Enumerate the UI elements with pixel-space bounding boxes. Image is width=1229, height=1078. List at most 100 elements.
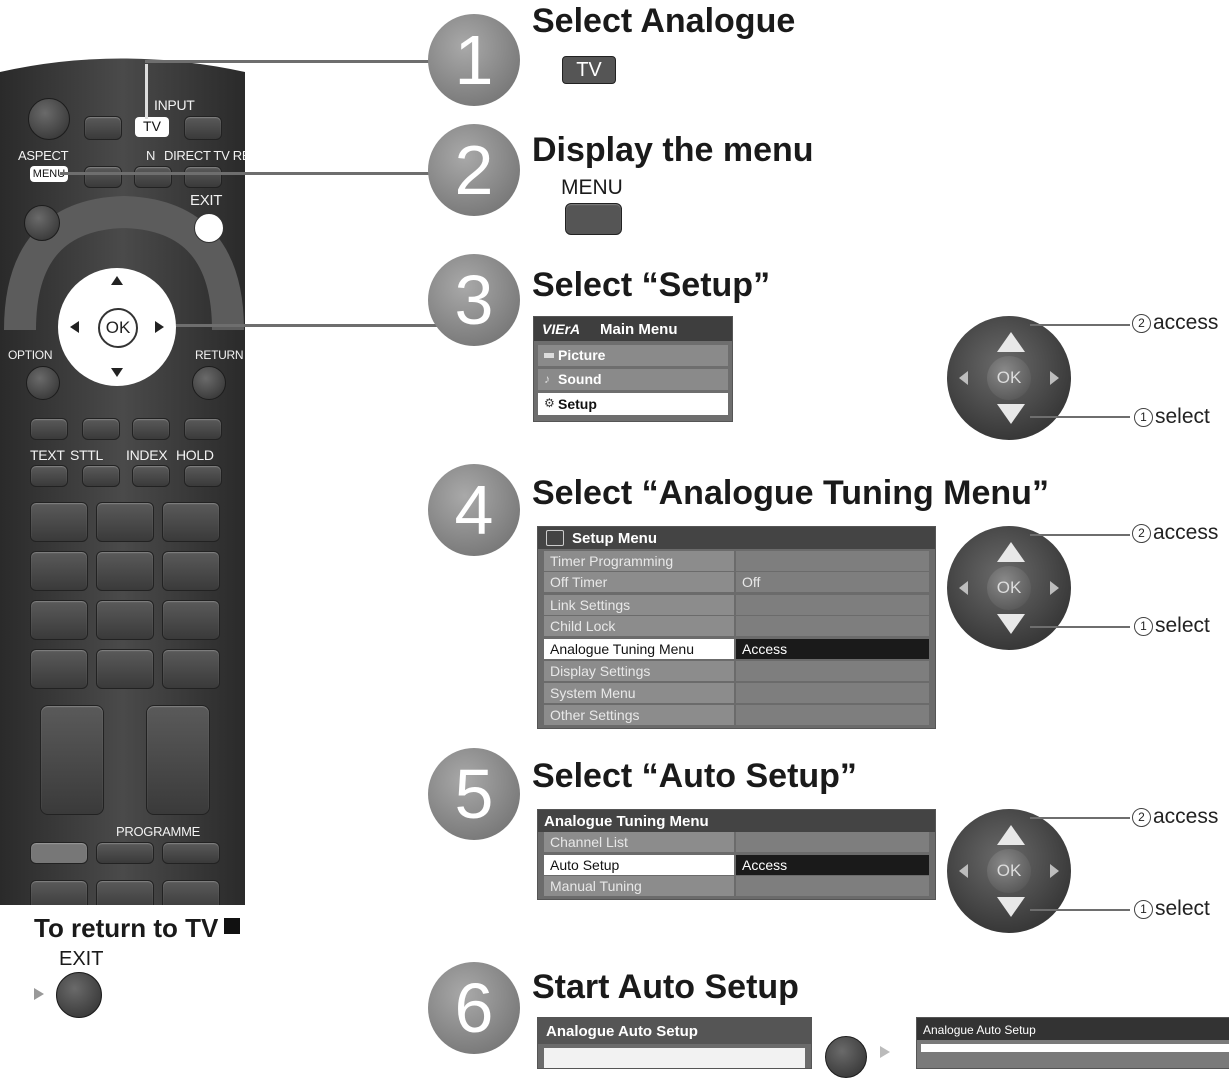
auto-setup-header: Analogue Auto Setup <box>538 1018 811 1044</box>
setup-row-timer-programming[interactable]: Timer Programming <box>544 551 929 571</box>
auto-setup-title: Analogue Auto Setup <box>546 1023 698 1040</box>
number-button[interactable] <box>162 502 220 542</box>
number-button[interactable] <box>96 502 154 542</box>
bottom-button[interactable] <box>162 880 220 905</box>
setup-row-link-settings[interactable]: Link Settings <box>544 595 929 615</box>
option-button[interactable] <box>26 366 60 400</box>
number-button[interactable] <box>30 600 88 640</box>
sttl-button[interactable] <box>82 465 120 487</box>
tuning-menu-header: Analogue Tuning Menu <box>538 810 935 832</box>
step-number: 1 <box>428 14 520 106</box>
exit-button[interactable] <box>194 213 224 243</box>
number-button[interactable] <box>96 600 154 640</box>
channel-rocker[interactable] <box>146 705 210 815</box>
step-number: 2 <box>428 124 520 216</box>
programme-button[interactable] <box>30 842 88 864</box>
number-button[interactable] <box>162 551 220 591</box>
n-button[interactable] <box>134 166 172 188</box>
programme-button[interactable] <box>162 842 220 864</box>
bottom-button[interactable] <box>96 880 154 905</box>
setup-row-child-lock[interactable]: Child Lock <box>544 616 929 636</box>
ok-button[interactable]: OK <box>98 308 138 348</box>
blue-button[interactable] <box>184 418 222 440</box>
select-text: select <box>1155 405 1210 428</box>
tv-button[interactable]: TV <box>135 117 169 137</box>
tuning-row-channel-list[interactable]: Channel List <box>544 832 929 852</box>
guide-button[interactable] <box>24 205 60 241</box>
access-text: access <box>1153 311 1219 334</box>
yellow-button[interactable] <box>132 418 170 440</box>
number-button[interactable] <box>30 502 88 542</box>
number-button[interactable] <box>96 551 154 591</box>
row-value <box>736 661 929 681</box>
nav-pad: OK <box>947 809 1071 933</box>
menu-item-setup[interactable]: ⚙ Setup <box>538 393 728 415</box>
callout-line <box>1030 324 1130 326</box>
number-button[interactable] <box>30 649 88 689</box>
main-menu-header: VIErA Main Menu <box>534 317 732 341</box>
return-label: RETURN <box>195 348 244 362</box>
return-button[interactable] <box>192 366 226 400</box>
hold-button[interactable] <box>184 465 222 487</box>
row-label: Timer Programming <box>544 551 734 571</box>
menu-item-sound[interactable]: ♪ Sound <box>538 369 728 390</box>
sttl-label: STTL <box>70 447 104 463</box>
down-arrow-icon <box>997 897 1025 917</box>
hold-label: HOLD <box>176 447 214 463</box>
setup-row-display-settings[interactable]: Display Settings <box>544 661 929 681</box>
return-exit-label: EXIT <box>59 948 104 970</box>
volume-rocker[interactable] <box>40 705 104 815</box>
row-label: Channel List <box>544 832 734 852</box>
setup-row-system-menu[interactable]: System Menu <box>544 683 929 703</box>
row-value <box>736 705 929 725</box>
row-label: Analogue Tuning Menu <box>544 639 734 659</box>
left-arrow-icon <box>959 371 968 385</box>
red-button[interactable] <box>30 418 68 440</box>
row-label: System Menu <box>544 683 734 703</box>
remote-nav-pad[interactable]: OK <box>58 268 176 386</box>
menu-item-label: Setup <box>558 396 597 412</box>
access-text: access <box>1153 521 1219 544</box>
menu-item-label: Picture <box>558 347 606 363</box>
number-button[interactable] <box>162 649 220 689</box>
return-note-title: To return to TV <box>34 913 219 943</box>
tv-pointer <box>145 64 148 119</box>
input-av-button[interactable] <box>84 116 122 140</box>
setup-row-other-settings[interactable]: Other Settings <box>544 705 929 725</box>
menu-item-picture[interactable]: Picture <box>538 345 728 366</box>
power-button[interactable] <box>28 98 70 140</box>
setup-menu-title: Setup Menu <box>572 530 657 547</box>
picture-icon <box>544 353 554 358</box>
menu-button[interactable]: MENU <box>30 166 68 182</box>
green-button[interactable] <box>82 418 120 440</box>
number-button[interactable] <box>162 600 220 640</box>
step-index-icon: 2 <box>1132 808 1151 827</box>
number-button[interactable] <box>96 649 154 689</box>
remote-button[interactable] <box>84 166 122 188</box>
index-button[interactable] <box>132 465 170 487</box>
main-menu: VIErA Main Menu Picture ♪ Sound ⚙ Setup <box>533 316 733 422</box>
callout-line <box>1030 626 1130 628</box>
text-button[interactable] <box>30 465 68 487</box>
remote-control: TV INPUT ASPECT N DIRECT TV REC MENU EXI… <box>0 0 245 905</box>
bottom-button[interactable] <box>30 880 88 905</box>
down-arrow-icon <box>997 614 1025 634</box>
row-label: Display Settings <box>544 661 734 681</box>
up-arrow-icon <box>111 276 123 285</box>
input-button[interactable] <box>184 116 222 140</box>
step-index-icon: 2 <box>1132 524 1151 543</box>
down-arrow-icon <box>111 368 123 377</box>
menu-key-label: MENU <box>561 176 623 199</box>
programme-button[interactable] <box>96 842 154 864</box>
direct-tv-rec-button[interactable] <box>184 166 222 188</box>
number-button[interactable] <box>30 551 88 591</box>
row-value <box>736 551 929 571</box>
analogue-tuning-menu: Analogue Tuning Menu Channel List Auto S… <box>537 809 936 900</box>
tuning-row-manual-tuning[interactable]: Manual Tuning <box>544 876 929 896</box>
row-value <box>736 832 929 852</box>
